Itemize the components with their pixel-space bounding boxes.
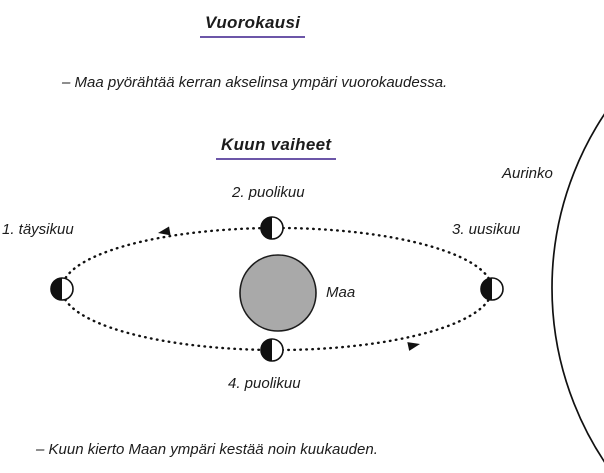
phase-label-uusikuu: 3. uusikuu xyxy=(452,221,521,238)
section-title-kuun-vaiheet: Kuun vaiheet xyxy=(216,135,337,160)
page-title-vuorokausi: Vuorokausi xyxy=(200,13,306,38)
bullet-earth-rotation: – Maa pyörähtää kerran akselinsa ympäri … xyxy=(62,74,448,91)
orbit-arrow-bottom xyxy=(407,342,420,351)
sun-label: Aurinko xyxy=(501,165,553,182)
bullet-moon-orbit: – Kuun kierto Maan ympäri kestää noin ku… xyxy=(36,441,378,458)
sun-arc xyxy=(551,113,604,463)
moon-icon-uusikuu xyxy=(480,277,504,301)
phase-label-puolikuu2: 2. puolikuu xyxy=(231,184,305,201)
phase-label-puolikuu4: 4. puolikuu xyxy=(228,375,301,392)
moon-icon-puolikuu4 xyxy=(260,338,284,362)
phase-label-taysikuu: 1. täysikuu xyxy=(2,221,74,238)
moon-icon-puolikuu2 xyxy=(260,216,284,240)
earth-circle xyxy=(239,254,317,332)
earth-label: Maa xyxy=(326,284,355,301)
orbit-arrow-top xyxy=(158,226,171,236)
moon-icon-taysikuu xyxy=(50,277,74,301)
